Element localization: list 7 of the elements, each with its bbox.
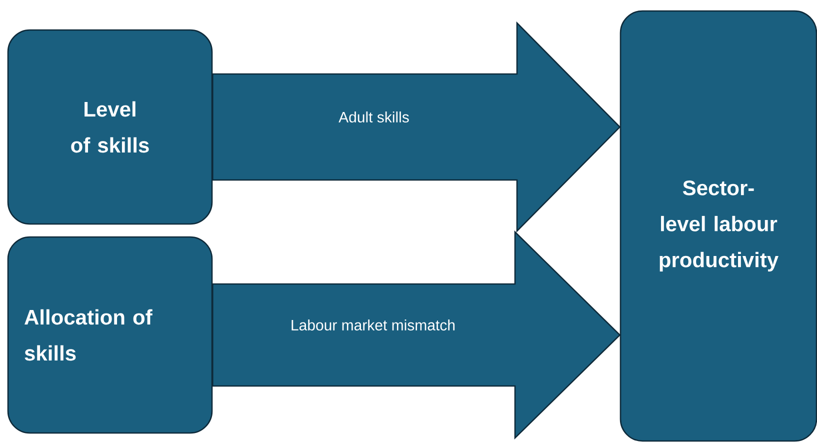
rounded-box: Allocation of skills [7,236,213,434]
edge-label: Labour market mismatch [288,317,458,332]
block-arrow [212,230,621,440]
rounded-box: Level of skills [7,29,213,225]
edge-label: Adult skills [336,109,412,124]
rounded-box: Sector-level labour productivity [620,10,817,442]
block-arrow [212,21,621,233]
